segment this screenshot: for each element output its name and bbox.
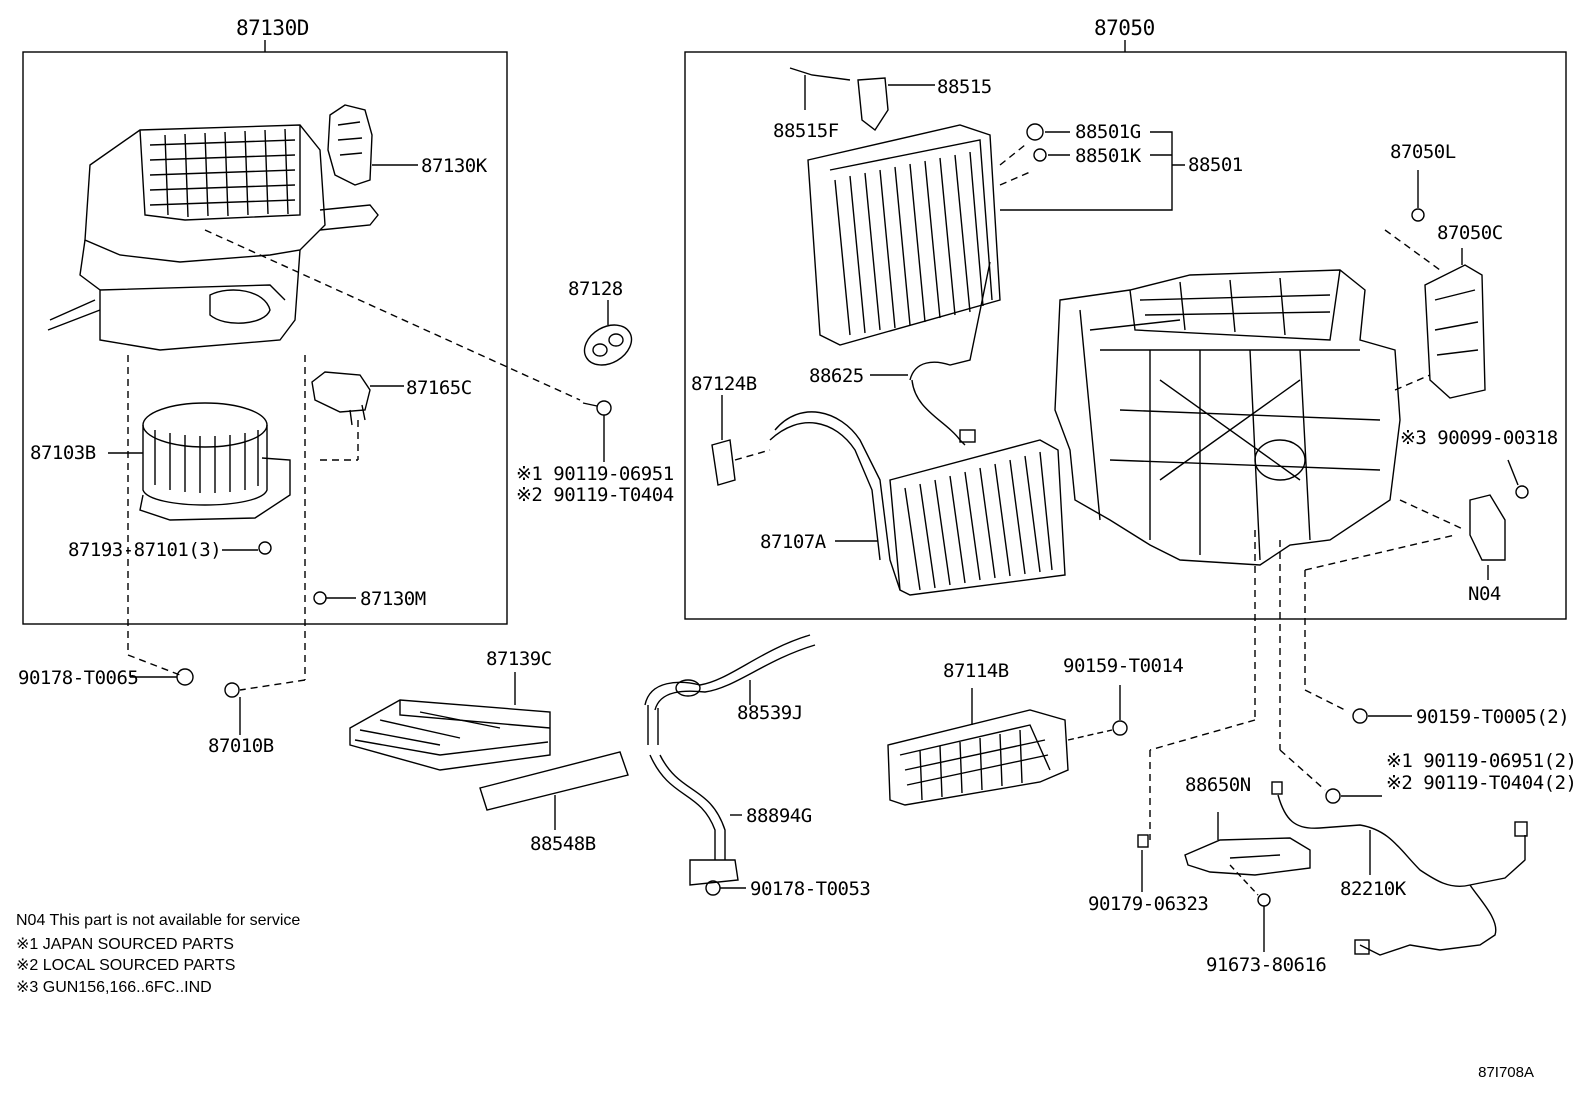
note-gun156: ※3 GUN156,166..6FC..IND xyxy=(16,979,212,996)
evaporator-88501-drawing xyxy=(807,124,1001,346)
o-ring-88501G-drawing xyxy=(1026,123,1044,141)
part-label-88501[interactable]: 88501 xyxy=(1188,154,1243,176)
part-label-88894G[interactable]: 88894G xyxy=(746,805,812,827)
group-title-87050[interactable]: 87050 xyxy=(1094,16,1155,40)
part-label-87050C[interactable]: 87050C xyxy=(1437,222,1503,244)
harness-82210K-drawing xyxy=(1271,781,1528,956)
hvac-case-drawing xyxy=(1054,269,1401,566)
blower-housing-drawing xyxy=(47,124,379,351)
part-label-87128[interactable]: 87128 xyxy=(568,278,623,300)
ecu-88650N-drawing xyxy=(1137,812,1311,952)
filter-87139C-drawing xyxy=(349,672,551,771)
part-label-87193-87101[interactable]: 87193-87101(3) xyxy=(68,539,222,561)
part-label-91673-80616[interactable]: 91673-80616 xyxy=(1206,954,1327,976)
part-label-87124B[interactable]: 87124B xyxy=(691,373,757,395)
part-label-90178-T0053[interactable]: 90178-T0053 xyxy=(750,878,871,900)
part-label-90119-06951[interactable]: ※1 90119-06951 xyxy=(516,463,674,485)
part-label-90119-06951-2[interactable]: ※1 90119-06951(2) xyxy=(1386,750,1577,772)
part-label-88625[interactable]: 88625 xyxy=(809,365,864,387)
part-label-87165C[interactable]: 87165C xyxy=(406,377,472,399)
part-label-90099-00318[interactable]: ※3 90099-00318 xyxy=(1400,427,1558,449)
part-label-N04[interactable]: N04 xyxy=(1468,583,1501,605)
part-label-88501K[interactable]: 88501K xyxy=(1075,145,1141,167)
part-label-90119-T0404-2[interactable]: ※2 90119-T0404(2) xyxy=(1386,772,1577,794)
note-japan-sourced: ※1 JAPAN SOURCED PARTS xyxy=(16,936,234,953)
part-label-87103B[interactable]: 87103B xyxy=(30,442,96,464)
heater-core-87107A-drawing xyxy=(769,411,1066,596)
screw-87130M-drawing xyxy=(313,591,327,605)
part-label-87010B[interactable]: 87010B xyxy=(208,735,274,757)
part-label-88650N[interactable]: 88650N xyxy=(1185,774,1251,796)
part-label-88501G[interactable]: 88501G xyxy=(1075,121,1141,143)
part-label-90179-06323[interactable]: 90179-06323 xyxy=(1088,893,1209,915)
drain-hose-drawing xyxy=(644,634,816,896)
screw-87193-drawing xyxy=(258,541,272,555)
screw-90159-T0005-drawing xyxy=(1352,708,1368,724)
group-title-87130D[interactable]: 87130D xyxy=(236,16,309,40)
o-ring-88501K-drawing xyxy=(1033,148,1047,162)
clip-90178-T0065-drawing xyxy=(176,668,194,686)
part-label-82210K[interactable]: 82210K xyxy=(1340,878,1406,900)
actuator-87130K-drawing xyxy=(327,104,418,186)
screw-87010B-drawing xyxy=(224,682,240,698)
seal-88548B-drawing xyxy=(479,751,629,830)
sensor-88625-drawing xyxy=(870,261,991,446)
actuator-87050C-drawing xyxy=(1411,170,1486,399)
bracket-N04-drawing xyxy=(1469,459,1529,580)
screw-90119-06951-2-drawing xyxy=(1325,788,1341,804)
part-label-88548B[interactable]: 88548B xyxy=(530,833,596,855)
part-label-87114B[interactable]: 87114B xyxy=(943,660,1009,682)
grommet-87128-drawing xyxy=(583,300,633,366)
part-label-87130M[interactable]: 87130M xyxy=(360,588,426,610)
clip-87124B-drawing xyxy=(711,395,771,486)
expansion-valve-88515-drawing xyxy=(789,67,935,132)
note-n04: N04 This part is not available for servi… xyxy=(16,912,301,929)
diagram-reference-code: 87I708A xyxy=(1478,1064,1534,1081)
note-local-sourced: ※2 LOCAL SOURCED PARTS xyxy=(16,957,236,974)
blower-motor-87103B-drawing xyxy=(108,402,291,521)
part-label-90178-T0065[interactable]: 90178-T0065 xyxy=(18,667,139,689)
part-label-87050L[interactable]: 87050L xyxy=(1390,141,1456,163)
ptc-heater-87114B-drawing xyxy=(887,685,1128,806)
part-label-87139C[interactable]: 87139C xyxy=(486,648,552,670)
part-label-88539J[interactable]: 88539J xyxy=(737,702,803,724)
part-label-90159-T0005[interactable]: 90159-T0005(2) xyxy=(1416,706,1570,728)
part-label-88515F[interactable]: 88515F xyxy=(773,120,839,142)
part-label-90119-T0404[interactable]: ※2 90119-T0404 xyxy=(516,484,674,506)
part-label-87107A[interactable]: 87107A xyxy=(760,531,826,553)
part-label-88515[interactable]: 88515 xyxy=(937,76,992,98)
part-label-87130K[interactable]: 87130K xyxy=(421,155,487,177)
resistor-87165C-drawing xyxy=(311,371,404,426)
part-label-90159-T0014[interactable]: 90159-T0014 xyxy=(1063,655,1184,677)
screw-90119-drawing xyxy=(582,400,612,462)
